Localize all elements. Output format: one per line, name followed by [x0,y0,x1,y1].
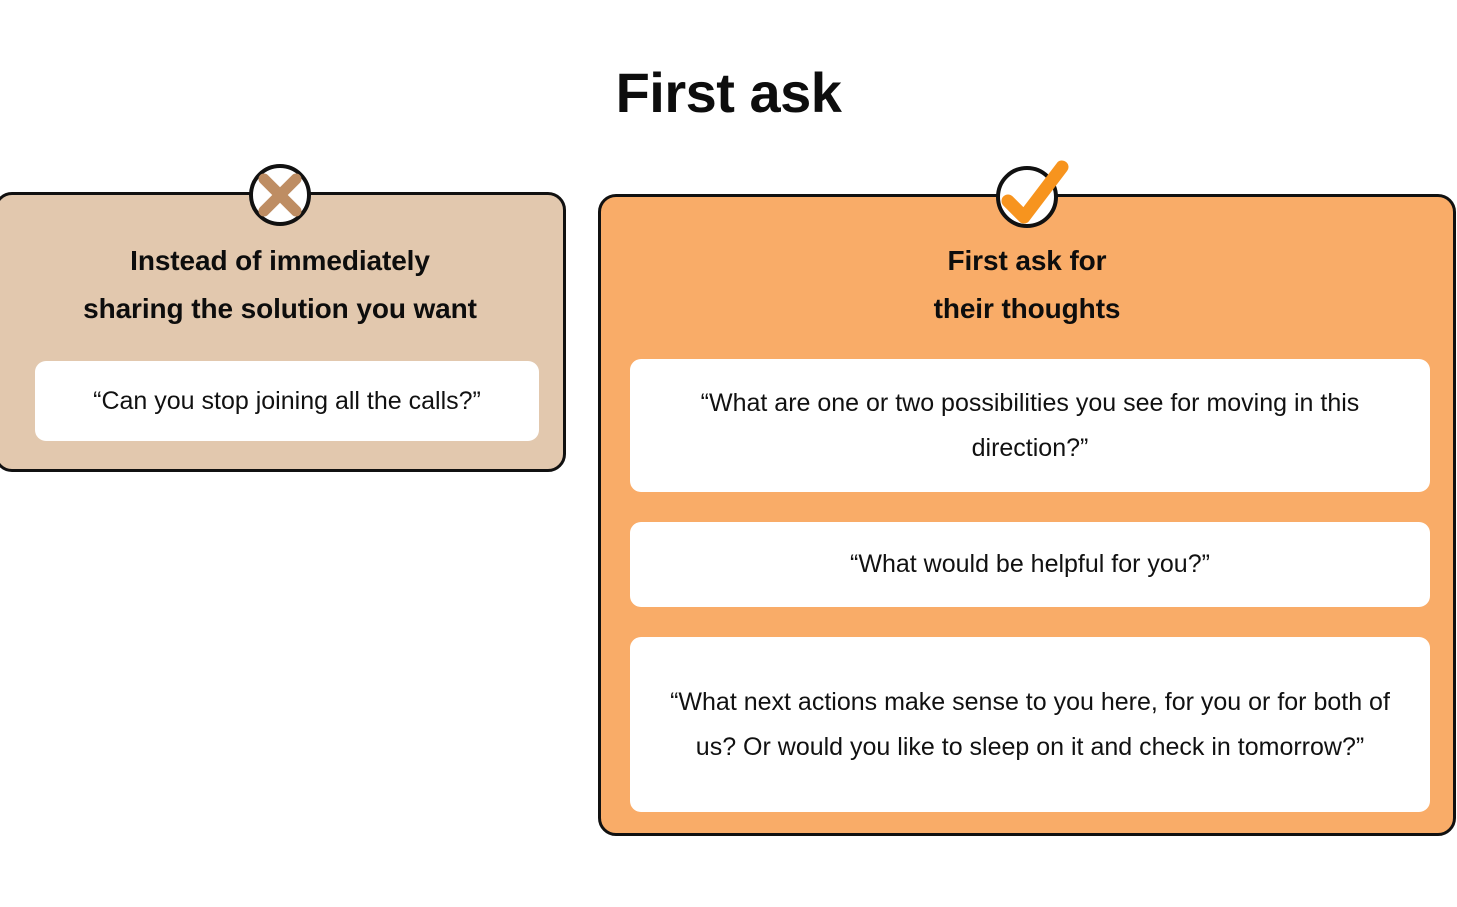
card-positive-heading: First ask for their thoughts [601,237,1453,333]
page-title: First ask [615,61,842,124]
x-mark-badge [249,164,311,226]
quote-box: “What would be helpful for you?” [630,522,1430,607]
card-positive-quote-list: “What are one or two possibilities you s… [630,359,1430,812]
card-positive-heading-line-1: First ask for [947,245,1107,276]
card-positive: First ask for their thoughts “What are o… [598,160,1456,836]
quote-box: “Can you stop joining all the calls?” [35,361,539,441]
card-negative-heading: Instead of immediately sharing the solut… [0,237,563,333]
card-negative: Instead of immediately sharing the solut… [0,164,566,472]
quote-box: “What next actions make sense to you her… [630,637,1430,812]
card-positive-heading-line-2: their thoughts [933,293,1121,324]
card-negative-heading-line-1: Instead of immediately [130,245,430,276]
card-negative-quote-list: “Can you stop joining all the calls?” [35,361,539,441]
quote-box: “What are one or two possibilities you s… [630,359,1430,492]
check-mark-badge [996,160,1069,228]
card-negative-heading-line-2: sharing the solution you want [83,293,477,324]
